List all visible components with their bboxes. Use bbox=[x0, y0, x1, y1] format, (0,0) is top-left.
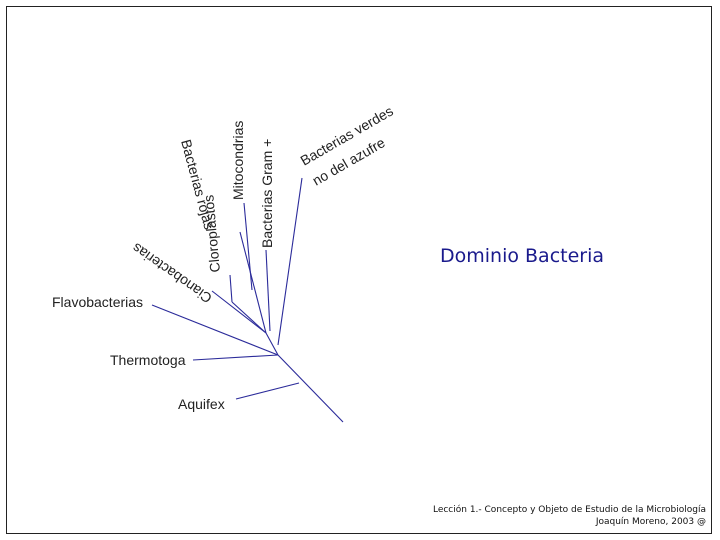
root-branch bbox=[277, 354, 344, 423]
label-bacterias-rojas: Bacterias rojas bbox=[178, 138, 217, 232]
branch-cianobacterias bbox=[211, 290, 267, 334]
label-cloroplastos: Cloroplastos bbox=[200, 194, 223, 273]
label-flavobacterias: Flavobacterias bbox=[52, 294, 143, 310]
diagram-title: Dominio Bacteria bbox=[440, 245, 604, 267]
label-gram-positivas: Bacterias Gram + bbox=[259, 139, 275, 248]
tree-branches bbox=[151, 177, 344, 423]
branch-thermotoga bbox=[192, 354, 279, 361]
branch-mitocondrias bbox=[243, 202, 253, 291]
branch-flavobacterias bbox=[151, 304, 279, 356]
label-aquifex: Aquifex bbox=[178, 396, 225, 412]
branch-aquifex-junction bbox=[235, 382, 300, 400]
branch-cianobacterias-cloroplastos-node bbox=[231, 301, 267, 334]
branch-inner-trunk bbox=[265, 332, 279, 356]
label-thermotoga: Thermotoga bbox=[110, 352, 186, 368]
branch-cloroplastos bbox=[229, 274, 233, 303]
branch-bacterias-verdes bbox=[277, 177, 303, 346]
label-mitocondrias: Mitocondrias bbox=[230, 121, 246, 200]
branch-bacterias-rojas bbox=[239, 231, 267, 334]
footer-course-line: Lección 1.- Concepto y Objeto de Estudio… bbox=[433, 504, 706, 515]
footer-author-line: Joaquín Moreno, 2003 @ bbox=[595, 517, 706, 527]
branch-gram-positivas bbox=[265, 249, 271, 332]
slide-frame bbox=[6, 6, 712, 534]
